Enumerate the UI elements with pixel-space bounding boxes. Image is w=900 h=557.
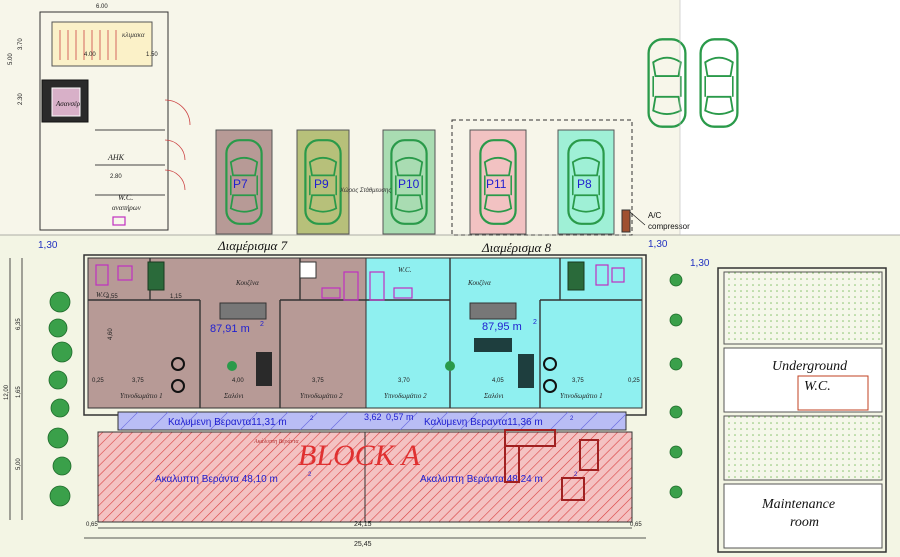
parking-label-p8: P8: [577, 177, 592, 191]
covered-veranda-mid2: 0,57 m: [386, 412, 414, 422]
open-veranda-right: Ακαλυπτη Βεράντα 48,24 m: [420, 473, 543, 485]
apt7-bed1: Υπνοδωμάτιο 1: [120, 392, 163, 400]
ahk-label: AHK: [107, 153, 125, 162]
dim-top-400: 4.00: [84, 52, 96, 58]
open-veranda: Ακάλυπτη Βεράντα Ακαλυπτη Βεράντα 48,10 …: [97, 429, 633, 523]
building-block: Κουζίνα Κουζίνα W.C. W.C. 87,91 m 2 87,9…: [83, 254, 647, 416]
svg-text:2: 2: [260, 321, 264, 328]
apt8-area: [365, 257, 643, 409]
dim-left-635: 6,35: [16, 318, 22, 330]
svg-text:2: 2: [570, 416, 574, 422]
ac-label-2: compressor: [648, 222, 690, 231]
svg-text:4,00: 4,00: [232, 378, 244, 384]
apt7-living: Σαλόνι: [223, 392, 243, 400]
svg-text:2: 2: [308, 472, 312, 478]
dim-bottom-right: 0,65: [630, 522, 642, 528]
apt7-bed2: Υπνοδωμάτιο 2: [300, 392, 343, 400]
parking-area: P7 P9 P10 P11 P8 Χώρος Στάθμευσης: [215, 119, 633, 236]
dim-left-total: 12,00: [4, 384, 10, 400]
block-title: BLOCK A: [298, 439, 421, 472]
apt8-area-label: 87,95 m: [482, 321, 522, 333]
apt8-wc: W.C.: [398, 266, 412, 274]
wc-label-core: W.C.: [118, 193, 133, 202]
svg-text:4,60: 4,60: [108, 328, 114, 340]
right-building: Underground W.C. Maintenance room: [717, 267, 887, 553]
dim-left-165: 1,65: [16, 386, 22, 398]
stair: [51, 21, 153, 67]
side-dim-left: 1,30: [38, 240, 58, 251]
parking-label-p10: P10: [398, 177, 420, 191]
svg-text:1,15: 1,15: [170, 294, 182, 300]
apt7-wc: W.C.: [96, 291, 110, 299]
covered-veranda: Καλυμενη Βεραντα11,31 m 3,62 0,57 m Καλυ…: [117, 411, 627, 431]
dim-bottom-total2: 25,45: [354, 541, 372, 548]
stair-label: κλιμακα: [122, 31, 145, 39]
apt8-kitchen: Κουζίνα: [467, 279, 491, 287]
apt7-title: Διαμέρισμα 7: [217, 238, 288, 253]
svg-text:2: 2: [533, 319, 537, 326]
apt8-title: Διαμέρισμα 8: [481, 240, 552, 255]
dim-bottom-total1: 24,15: [354, 521, 372, 528]
svg-text:3,70: 3,70: [398, 378, 410, 384]
svg-text:3,75: 3,75: [312, 378, 324, 384]
dim-top-6: 6.00: [96, 4, 108, 10]
dim-top-280: 2.80: [110, 174, 122, 180]
covered-veranda-right: Καλυμενη Βεραντα11,36 m: [424, 417, 543, 428]
svg-text:4,05: 4,05: [492, 378, 504, 384]
wc-sub-label: αναπήρων: [112, 204, 142, 212]
shrubs-left: [47, 291, 73, 507]
apt8-living: Σαλόνι: [483, 392, 503, 400]
underground-wc-label: W.C.: [804, 379, 831, 394]
maintenance-label: Maintenance: [761, 497, 835, 512]
side-dim-right: 1,30: [648, 239, 668, 250]
maintenance-room-label: room: [790, 515, 819, 530]
svg-text:2,55: 2,55: [106, 294, 118, 300]
parking-sublabel: Χώρος Στάθμευσης: [339, 187, 391, 194]
open-veranda-small: Ακάλυπτη Βεράντα: [253, 439, 299, 445]
apt7-area: [87, 257, 367, 409]
dim-left-500: 5,00: [16, 458, 22, 470]
svg-text:0,25: 0,25: [628, 378, 640, 384]
apt7-kitchen: Κουζίνα: [235, 279, 259, 287]
dim-top-370: 3.70: [18, 38, 24, 50]
apt7-area-label: 87,91 m: [210, 323, 250, 335]
apt8-bed2: Υπνοδωμάτιο 2: [384, 392, 427, 400]
svg-text:0,25: 0,25: [92, 378, 104, 384]
dim-top-500: 5.00: [8, 53, 14, 65]
side-dim-far-right: 1,30: [690, 258, 710, 269]
dim-top-150: 1.50: [146, 52, 158, 58]
underground-label: Underground: [772, 359, 848, 374]
open-veranda-left: Ακαλυπτη Βεράντα 48,10 m: [155, 473, 278, 485]
apt8-bed1: Υπνοδωμάτιο 1: [560, 392, 603, 400]
svg-text:2: 2: [574, 472, 578, 478]
wc-sink: [112, 216, 126, 226]
covered-veranda-mid: 3,62: [364, 412, 382, 422]
parking-label-p9: P9: [314, 177, 329, 191]
svg-text:2: 2: [310, 416, 314, 422]
service-core: Ασανσέρ κλιμακα AHK W.C. αναπήρων: [39, 11, 191, 231]
svg-text:3,75: 3,75: [132, 378, 144, 384]
elevator-label: Ασανσέρ: [55, 100, 81, 108]
ac-label-1: A/C: [648, 211, 662, 220]
dim-bottom-left: 0,65: [86, 522, 98, 528]
shrubs-right: [669, 273, 683, 499]
covered-veranda-left: Καλυμενη Βεραντα11,31 m: [168, 417, 287, 428]
dim-top-230: 2.30: [18, 93, 24, 105]
svg-text:3,75: 3,75: [572, 378, 584, 384]
parking-label-p7: P7: [233, 177, 248, 191]
parking-label-p11: P11: [486, 177, 507, 191]
